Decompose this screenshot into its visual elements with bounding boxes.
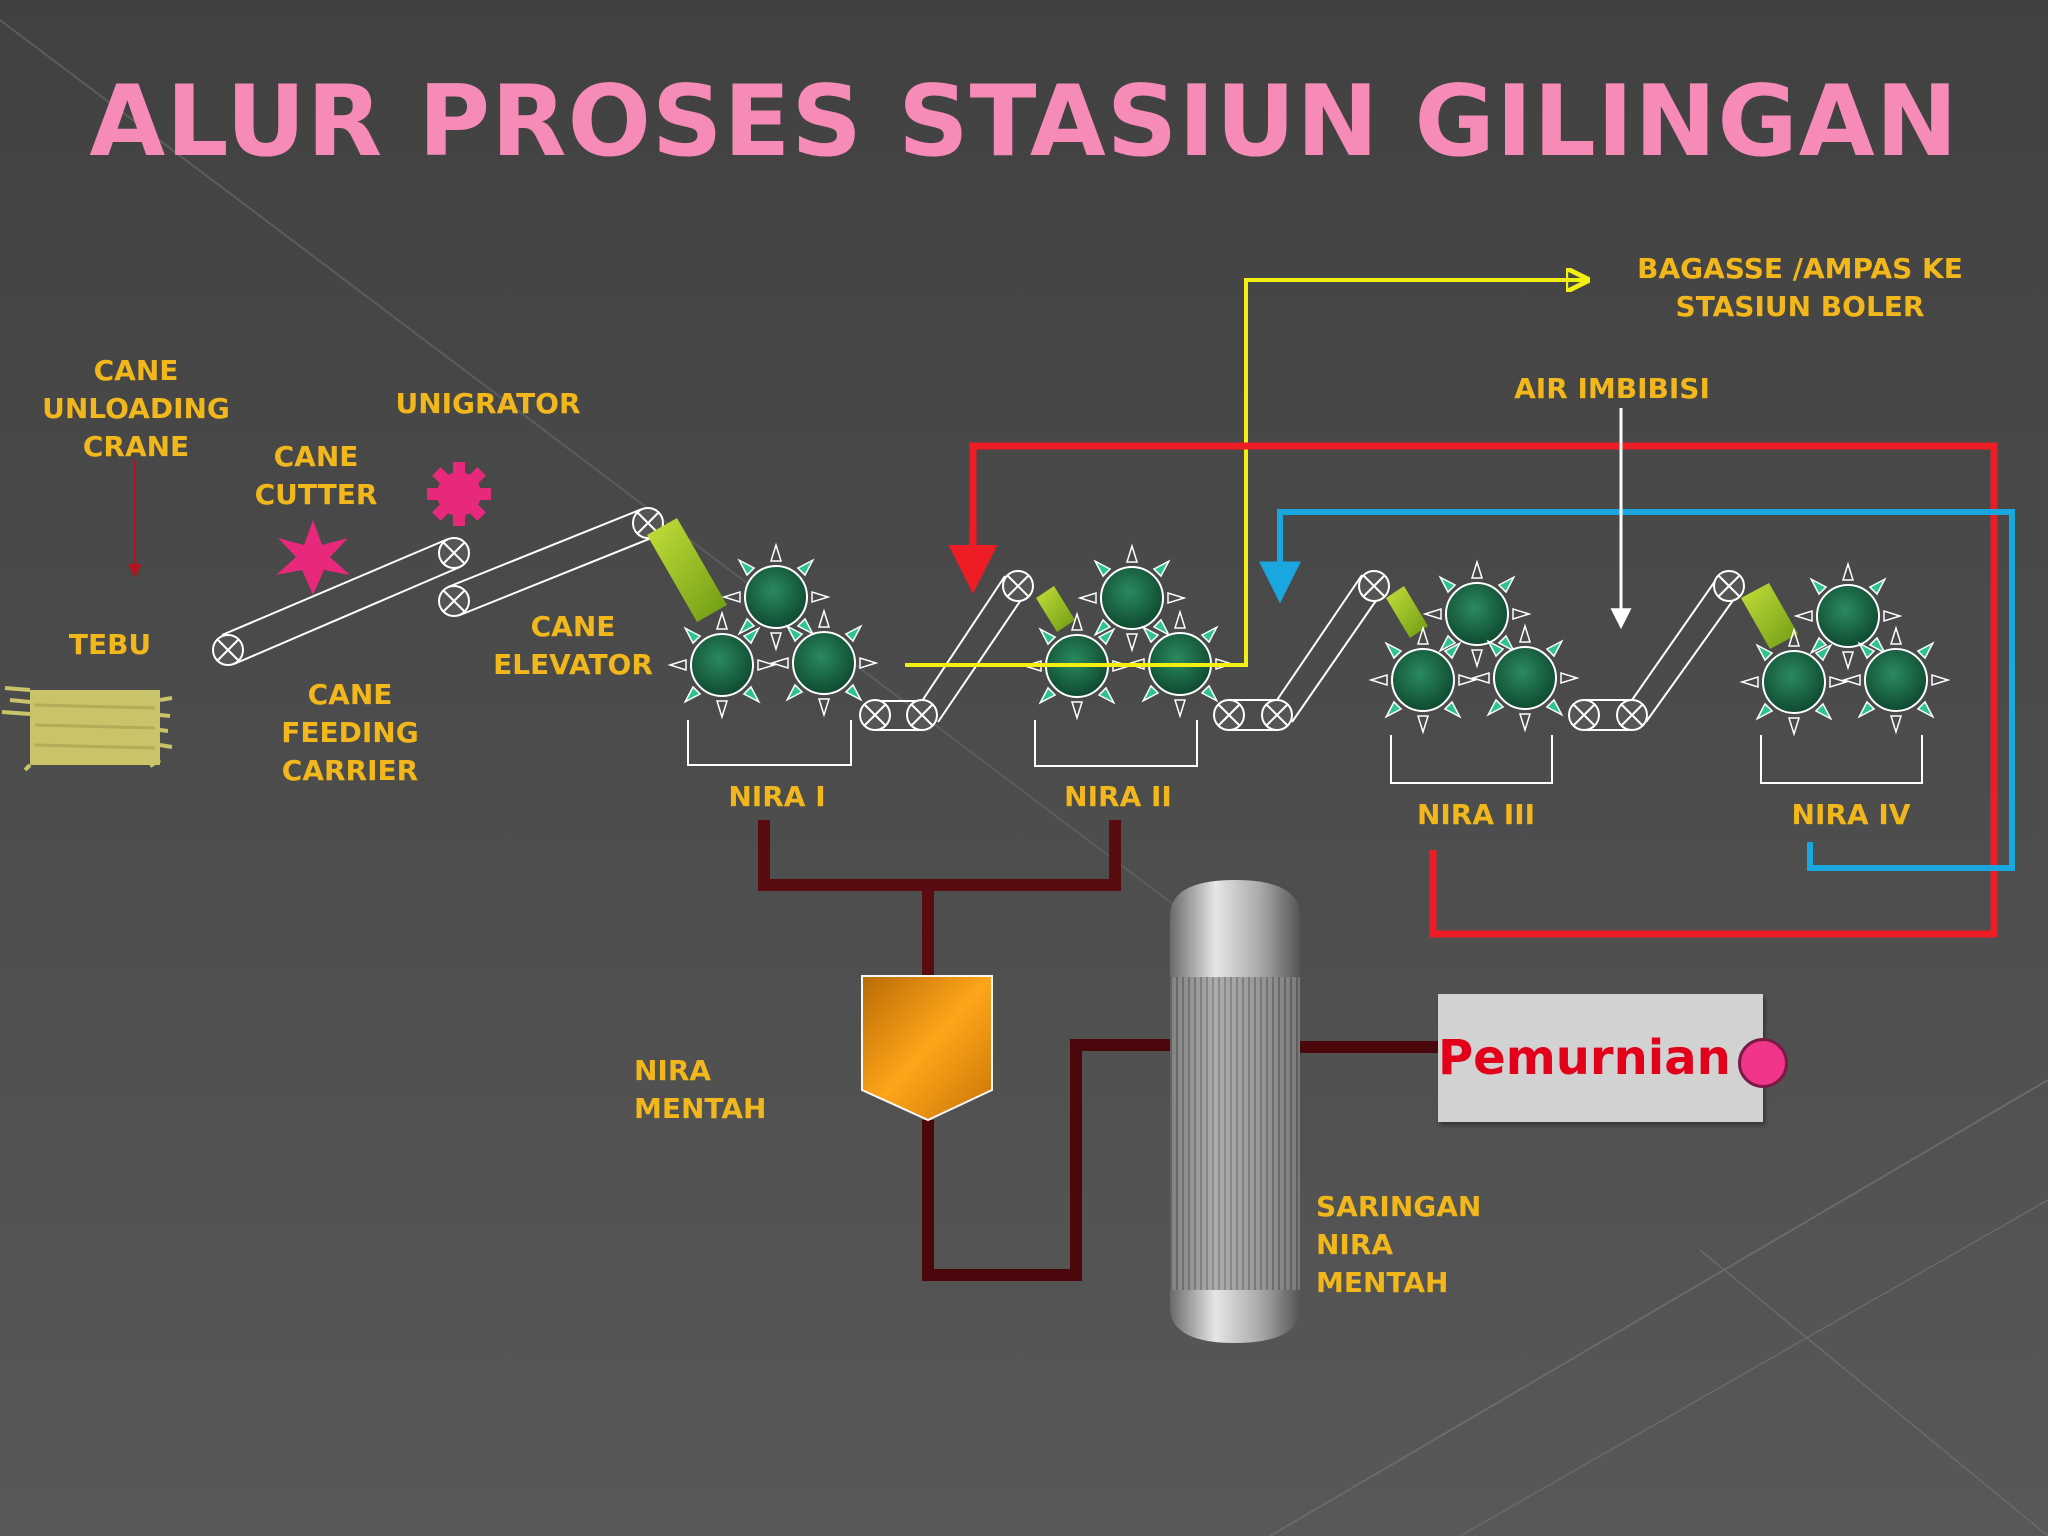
- water-flow-line: [1259, 509, 2015, 871]
- pulley-icon: [1568, 699, 1600, 731]
- raw-juice-tank: [861, 975, 993, 1122]
- nira-3-label: NIRA III: [1416, 798, 1536, 831]
- pulley-icon: [906, 699, 938, 731]
- intermediate-conveyor-1: [875, 575, 1026, 731]
- sugarcane-pile: [1, 686, 173, 772]
- bagasse-label: BAGASSE /AMPAS KE STASIUN BOLER: [1637, 252, 1963, 323]
- mill-2: [1024, 545, 1233, 719]
- pulley-icon: [1616, 699, 1648, 731]
- feed-chute: [1036, 586, 1075, 632]
- raw-juice-filter: [1170, 880, 1300, 1343]
- feed-chute: [647, 518, 727, 622]
- intermediate-conveyor-3: [1584, 573, 1740, 731]
- cane-feeding-conveyor: [221, 538, 461, 665]
- mill-4: [1741, 563, 1949, 735]
- pulley-icon: [212, 634, 244, 666]
- feed-chute: [1386, 586, 1428, 638]
- saringan-nira-mentah-label: SARINGAN NIRA MENTAH: [1316, 1190, 1482, 1299]
- nira-mentah-label: NIRA MENTAH: [634, 1054, 767, 1125]
- cane-feeding-carrier-label: CANE FEEDING CARRIER: [281, 678, 419, 787]
- air-imbibisi-label: AIR IMBIBISI: [1514, 372, 1710, 405]
- imbibition-return-line: [948, 442, 1998, 938]
- nira-1-label: NIRA I: [728, 780, 826, 813]
- nira-4-label: NIRA IV: [1791, 798, 1911, 831]
- pulley-icon: [1713, 570, 1745, 602]
- unigrator-label: UNIGRATOR: [395, 387, 581, 420]
- cane-cutter-star: [276, 520, 350, 595]
- tebu-label: TEBU: [68, 628, 152, 661]
- pulley-icon: [859, 699, 891, 731]
- pemurnian-label: Pemurnian: [1438, 1030, 1731, 1086]
- feed-chute: [1741, 583, 1798, 649]
- cane-unloading-crane-label: CANE UNLOADING CRANE: [42, 354, 230, 463]
- intermediate-conveyor-2: [1229, 574, 1383, 731]
- pulley-icon: [1002, 570, 1034, 602]
- raw-juice-pipes: [758, 820, 1438, 1281]
- cane-elevator-conveyor: [447, 508, 655, 616]
- pulley-icon: [438, 537, 470, 569]
- nira-2-label: NIRA II: [1064, 780, 1172, 813]
- cane-elevator-label: CANE ELEVATOR: [493, 610, 653, 681]
- pemurnian-connector-dot: [1738, 1038, 1788, 1088]
- unigrator-icon: [427, 462, 491, 526]
- pulley-icon: [1213, 699, 1245, 731]
- page-title: ALUR PROSES STASIUN GILINGAN: [89, 65, 1959, 179]
- cane-cutter-label: CANE CUTTER: [254, 440, 378, 511]
- bagasse-flow-line: [905, 280, 1585, 667]
- pulley-icon: [1261, 699, 1293, 731]
- pulley-icon: [1358, 570, 1390, 602]
- pulley-icon: [438, 585, 470, 617]
- juice-trays: [687, 720, 1923, 784]
- pemurnian-box: Pemurnian: [1438, 994, 1763, 1122]
